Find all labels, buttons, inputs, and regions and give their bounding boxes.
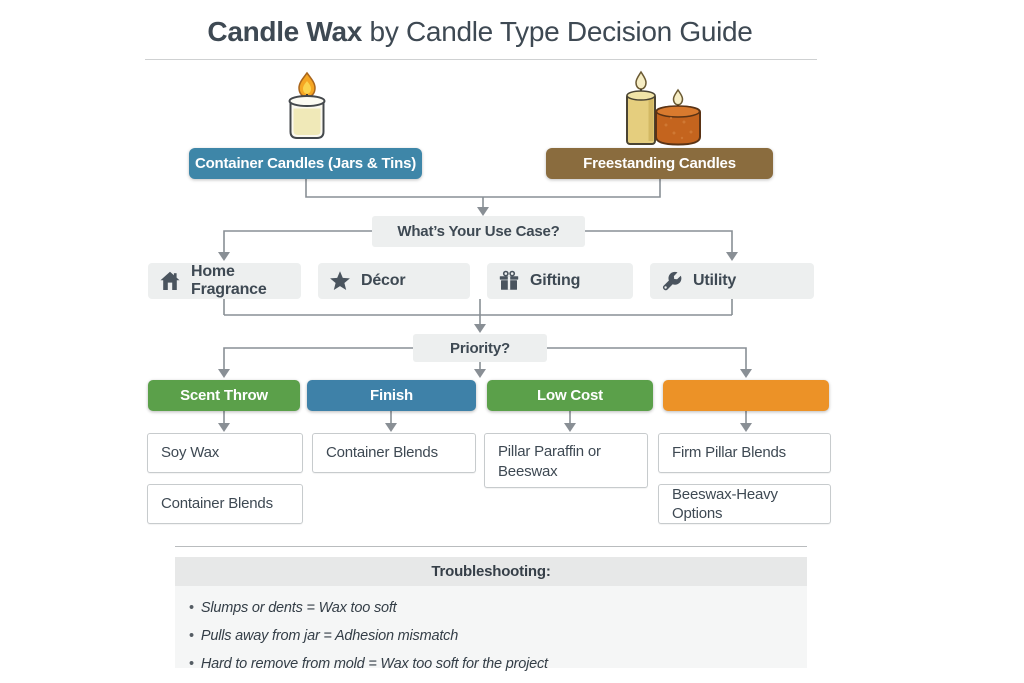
- house-icon: [158, 269, 182, 293]
- result-pillar-paraffin-beeswax: Pillar Paraffin or Beeswax: [484, 433, 648, 488]
- tall-candle-top: [626, 90, 656, 101]
- result-label: Container Blends: [326, 444, 438, 462]
- node-low-cost: Low Cost: [487, 380, 653, 411]
- result-label: Firm Pillar Blends: [672, 444, 786, 462]
- use-case-question-label: What’s Your Use Case?: [397, 223, 560, 240]
- title-divider: [145, 59, 817, 60]
- priority-branch-label: Finish: [370, 387, 413, 404]
- result-label: Beeswax-Heavy Options: [672, 485, 778, 523]
- priority-branch-label: Low Cost: [537, 387, 603, 404]
- result-container-blends-scent: Container Blends: [147, 484, 303, 524]
- troubleshooting-section: Slumps or dents = Wax too soft Pulls awa…: [175, 586, 807, 672]
- gift-icon: [497, 269, 521, 293]
- node-finish: Finish: [307, 380, 476, 411]
- pillar-candles-image: [626, 70, 701, 146]
- node-home-fragrance: Home Fragrance: [148, 263, 301, 299]
- troubleshooting-divider: [175, 546, 807, 547]
- candle-flame-inner: [303, 81, 311, 94]
- page-title-rest: by Candle Type Decision Guide: [362, 16, 753, 47]
- result-label: Soy Wax: [161, 444, 220, 462]
- troubleshooting-item: Hard to remove from mold = Wax too soft …: [189, 650, 793, 678]
- tall-candle-shading: [648, 97, 654, 141]
- result-container-blends-finish: Container Blends: [312, 433, 476, 473]
- short-candle-texture: [664, 116, 693, 140]
- jar-wax: [293, 108, 321, 135]
- node-gifting: Gifting: [487, 263, 633, 299]
- priority-question-label: Priority?: [450, 339, 510, 357]
- node-freestanding-candles-label: Freestanding Candles: [583, 155, 736, 172]
- node-scent-throw: Scent Throw: [148, 380, 300, 411]
- short-candle-flame: [672, 88, 684, 106]
- option-label: Gifting: [530, 272, 581, 289]
- wrench-icon: [660, 269, 684, 293]
- result-label: Pillar Paraffin or Beeswax: [498, 443, 601, 480]
- node-decor: Décor: [318, 263, 470, 299]
- node-freestanding-candles: Freestanding Candles: [546, 148, 773, 179]
- page-title-emphasis: Candle Wax: [207, 16, 363, 47]
- node-use-case-question: What’s Your Use Case?: [372, 216, 585, 247]
- option-label: Home Fragrance: [191, 263, 267, 298]
- node-priority-question: Priority?: [413, 334, 547, 362]
- result-label: Container Blends: [161, 495, 273, 513]
- priority-branch-label: Scent Throw: [180, 387, 268, 404]
- tall-candle-flame: [635, 70, 647, 90]
- node-unlabeled-orange: [663, 380, 829, 411]
- node-container-candles: Container Candles (Jars & Tins): [189, 148, 422, 179]
- troubleshooting-item: Slumps or dents = Wax too soft: [189, 594, 793, 622]
- star-icon: [328, 269, 352, 293]
- jar-rim: [288, 95, 326, 107]
- troubleshooting-item: Pulls away from jar = Adhesion mismatch: [189, 622, 793, 650]
- node-utility: Utility: [650, 263, 814, 299]
- result-firm-pillar-blends: Firm Pillar Blends: [658, 433, 831, 473]
- node-container-candles-label: Container Candles (Jars & Tins): [194, 155, 417, 172]
- troubleshooting-header: Troubleshooting:: [175, 557, 807, 586]
- result-beeswax-heavy-options: Beeswax-Heavy Options: [658, 484, 831, 524]
- troubleshooting-title: Troubleshooting:: [431, 563, 551, 580]
- option-label: Utility: [693, 272, 737, 289]
- jar-candle-image: [288, 71, 326, 139]
- option-label: Décor: [361, 272, 406, 289]
- result-soy-wax: Soy Wax: [147, 433, 303, 473]
- page-title: Candle Wax by Candle Type Decision Guide: [0, 16, 960, 48]
- short-candle-top: [655, 105, 701, 118]
